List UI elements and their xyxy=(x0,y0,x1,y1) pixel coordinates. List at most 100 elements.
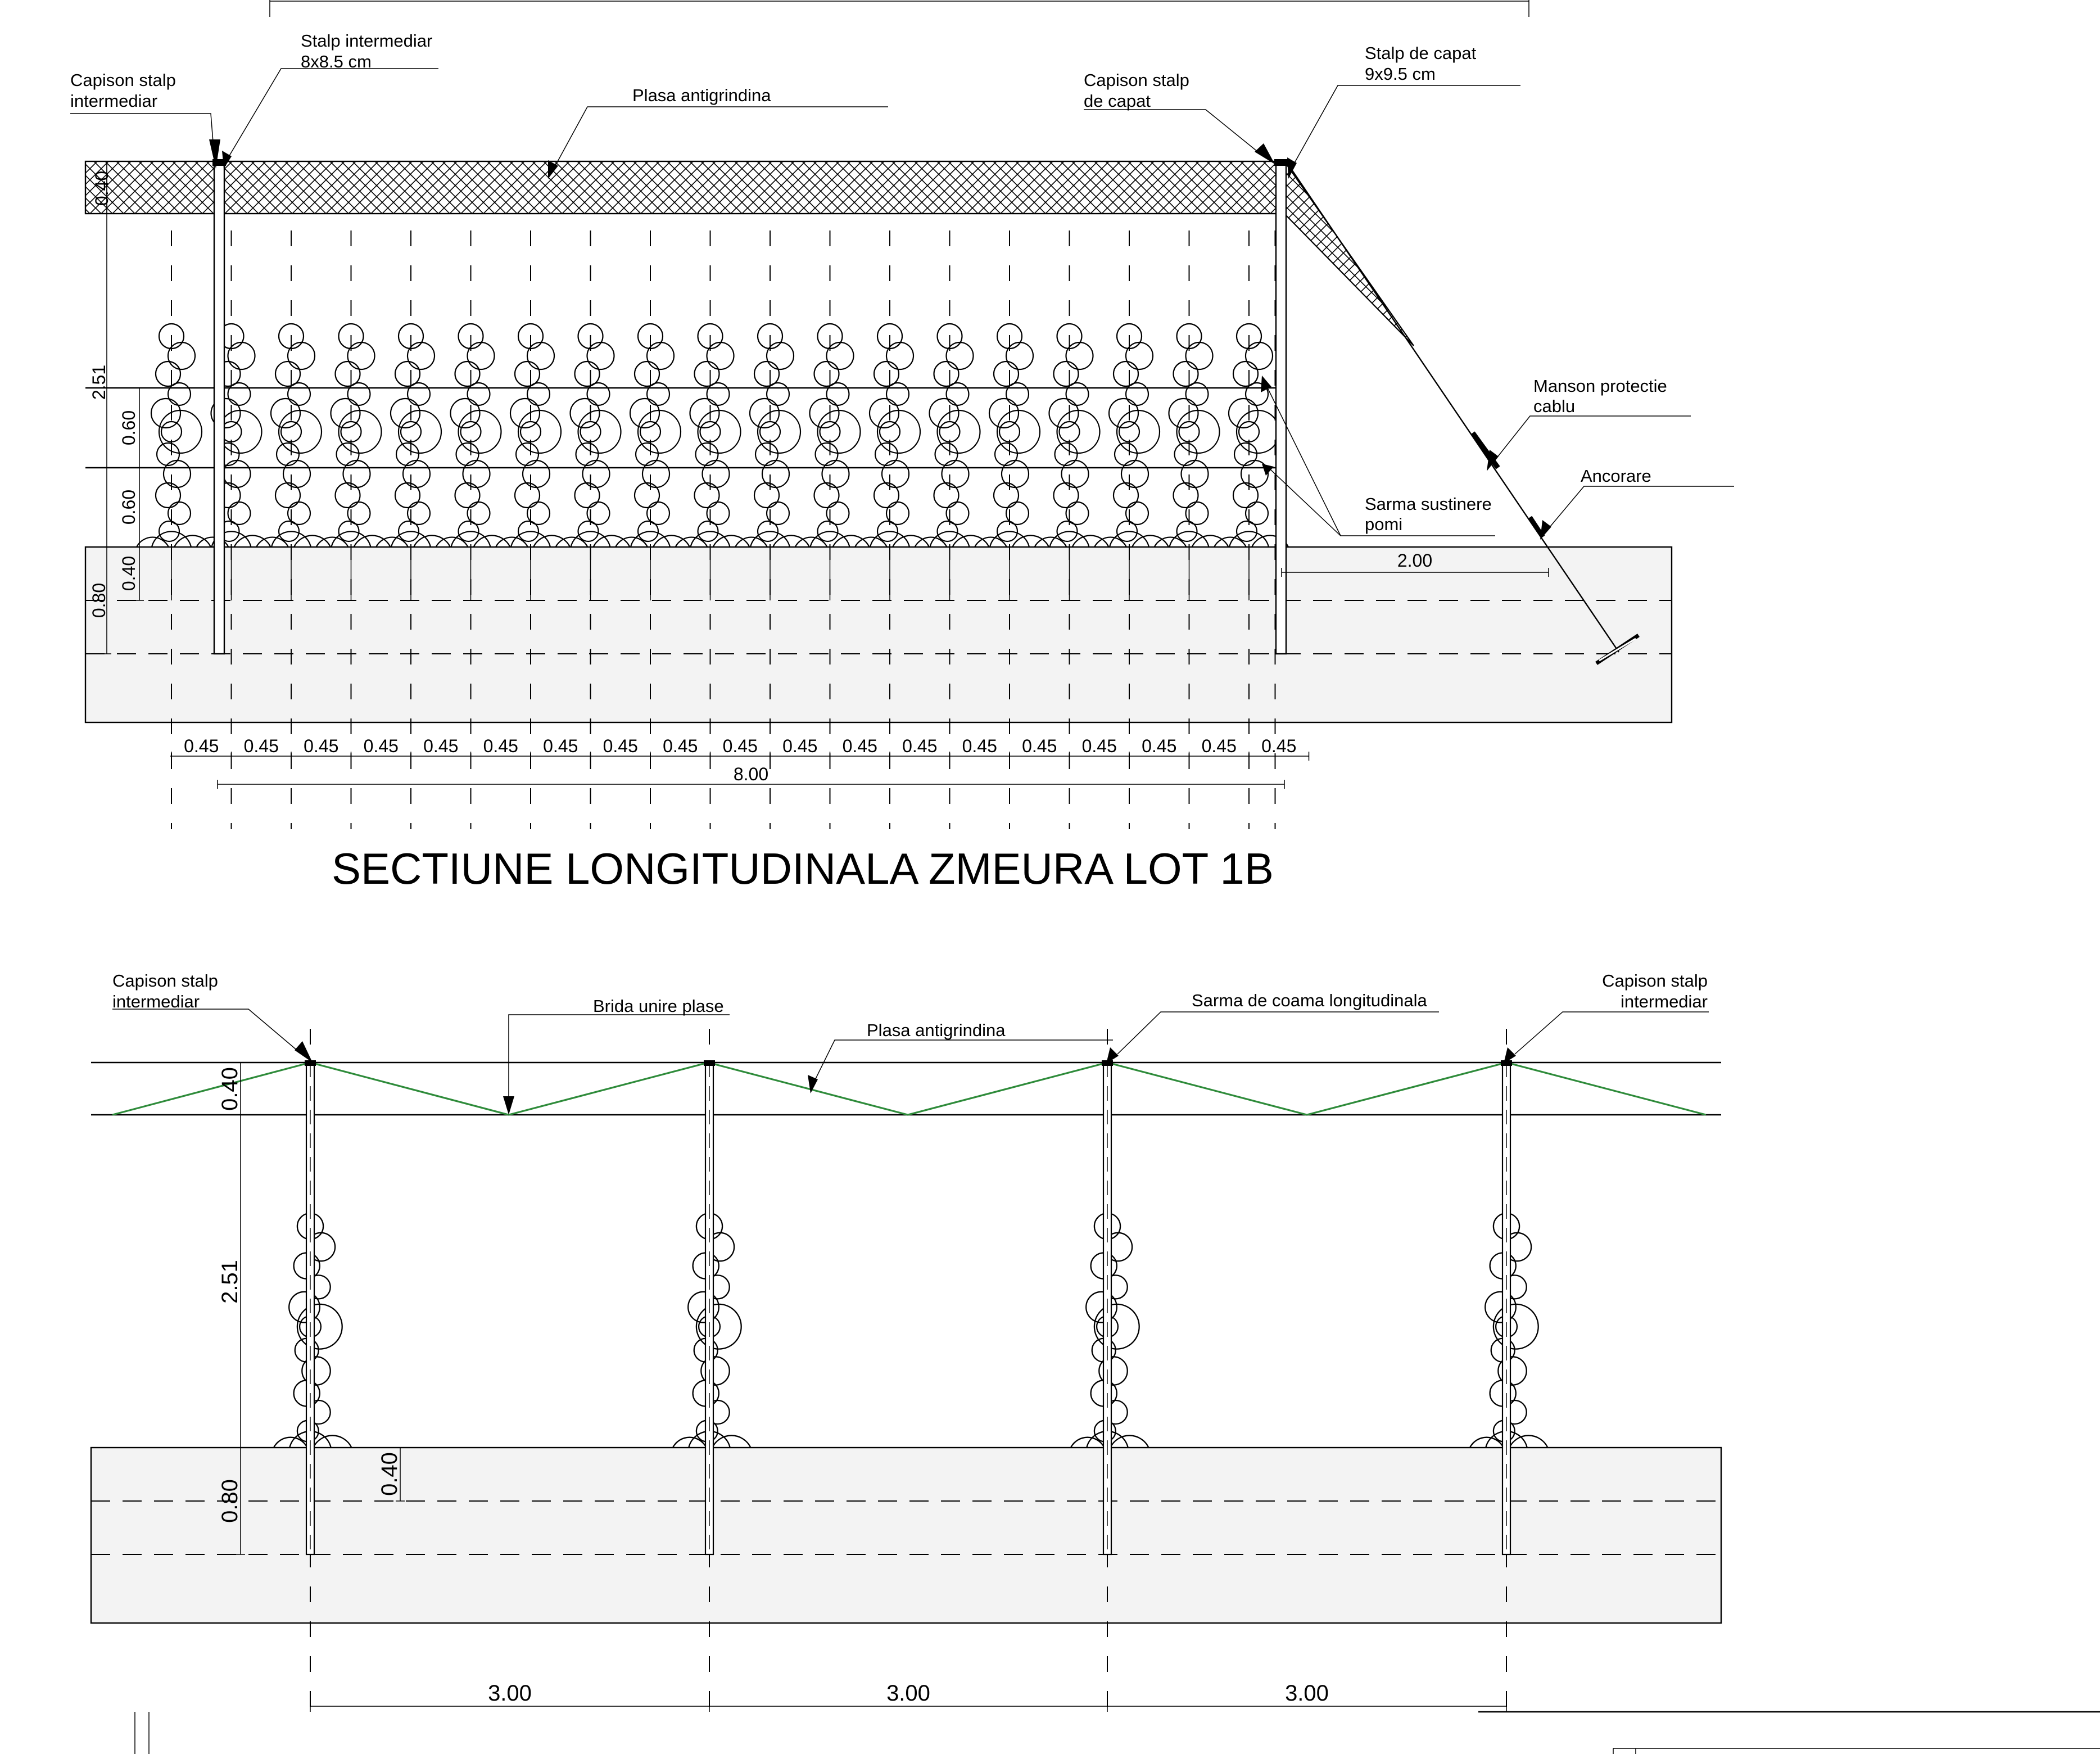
dim-spacing: 0.45 xyxy=(244,736,279,756)
label-capison-capat-2: de capat xyxy=(1084,91,1151,111)
leaders-2 xyxy=(112,1009,1709,1115)
plant xyxy=(315,323,391,548)
label-capison-intermediar-2: intermediar xyxy=(70,91,157,111)
dim-spacing-3: 3.00 xyxy=(1285,1681,1329,1706)
dim-wire-lower: 0.60 xyxy=(119,490,139,525)
dim-spacing: 0.45 xyxy=(962,736,997,756)
label-sarma-coama: Sarma de coama longitudinala xyxy=(1192,991,1428,1010)
raspberry-plants xyxy=(135,323,1289,600)
sheet-frame-ticks xyxy=(269,0,1529,17)
soil-block-2 xyxy=(90,1446,1722,1624)
plant xyxy=(255,323,332,548)
dim-spacing: 0.45 xyxy=(1261,736,1296,756)
post-cap-end xyxy=(1274,159,1288,166)
plant xyxy=(555,323,631,548)
dim-spacing: 0.45 xyxy=(1022,736,1057,756)
label-capison-right-2: intermediar xyxy=(1621,992,1708,1011)
spacing-dimensions-2: 3.00 3.00 3.00 xyxy=(310,1681,1507,1712)
label-stalp-capat-1: Stalp de capat xyxy=(1365,43,1477,63)
spacing-dimensions: 8.00 0.45 0.45 0.45 0.45 0.45 0.45 0.45 0.45 0.4… xyxy=(170,736,1310,789)
label-manson-1: Manson protectie xyxy=(1533,376,1667,396)
sheet-bottom-marks xyxy=(134,1711,2100,1754)
dim-spacing-2: 3.00 xyxy=(886,1681,930,1706)
hail-net-band xyxy=(84,160,1286,215)
label-plasa-2: Plasa antigrindina xyxy=(867,1020,1006,1040)
dim-total-height: 2.51 xyxy=(89,365,109,400)
dim-spacing: 0.45 xyxy=(423,736,458,756)
dim-total-length: 8.00 xyxy=(734,764,768,784)
dim-spacing: 0.45 xyxy=(843,736,877,756)
plant xyxy=(1093,323,1170,548)
label-stalp-intermediar-1: Stalp intermediar xyxy=(301,31,432,51)
cross-section: 0.40 2.51 0.80 0.40 3.00 3.00 3.00 xyxy=(90,971,1722,1715)
label-plasa: Plasa antigrindina xyxy=(632,85,771,105)
label-brida: Brida unire plase xyxy=(593,996,724,1016)
dim-spacing: 0.45 xyxy=(304,736,338,756)
label-capison-left-1: Capison stalp xyxy=(112,971,218,991)
post-cap xyxy=(305,1060,316,1066)
dim-spacing: 0.45 xyxy=(663,736,698,756)
dim-wire-upper: 0.60 xyxy=(119,410,139,445)
dim-spacing: 0.45 xyxy=(1082,736,1117,756)
anchor-distance-dimension: 2.00 xyxy=(1281,550,1549,577)
label-capison-capat-1: Capison stalp xyxy=(1084,70,1189,90)
labels-2: Capison stalp intermediar Brida unire pl… xyxy=(112,971,1708,1040)
longitudinal-section: 0.40 2.51 0.60 0.60 0.40 0.80 2.00 8.00 … xyxy=(70,31,1734,893)
dim-spacing-1: 3.00 xyxy=(488,1681,532,1706)
plant xyxy=(914,323,990,548)
dim-bottom: 0.40 xyxy=(119,556,139,591)
dim-spacing: 0.45 xyxy=(483,736,518,756)
plant xyxy=(854,323,930,548)
dim-net-height: 0.40 xyxy=(92,171,112,206)
dim-spacing: 0.45 xyxy=(902,736,937,756)
plant xyxy=(974,323,1050,548)
anchor-cable xyxy=(1286,161,1619,653)
label-stalp-intermediar-2: 8x8.5 cm xyxy=(301,52,372,71)
label-capison-right-1: Capison stalp xyxy=(1602,971,1708,991)
plant xyxy=(435,323,511,548)
cable-sleeve xyxy=(1470,431,1500,469)
plant xyxy=(614,323,691,548)
dim-depth-2: 0.80 xyxy=(218,1479,242,1523)
hail-net-zigzag xyxy=(112,1061,1707,1116)
plant xyxy=(1034,323,1110,548)
raspberry-plants-2 xyxy=(273,1212,1549,1449)
label-sarma-2: pomi xyxy=(1365,514,1402,534)
plant xyxy=(495,323,571,548)
dim-total-height-2: 2.51 xyxy=(218,1260,242,1304)
dim-spacing: 0.45 xyxy=(1202,736,1237,756)
leaders xyxy=(70,68,1734,540)
dim-spacing: 0.45 xyxy=(723,736,758,756)
dim-spacing: 0.45 xyxy=(603,736,638,756)
soil-block xyxy=(84,546,1673,724)
plant xyxy=(196,323,271,548)
anchor-top xyxy=(1528,516,1545,539)
plant xyxy=(135,323,212,548)
plant xyxy=(1153,323,1229,548)
labels: Capison stalp intermediar Stalp intermed… xyxy=(70,31,1667,534)
label-sarma-1: Sarma sustinere xyxy=(1365,494,1492,514)
post-cap xyxy=(1501,1060,1512,1066)
dim-net-height-2: 0.40 xyxy=(218,1067,242,1111)
column-guides xyxy=(171,230,1276,829)
label-capison-left-2: intermediar xyxy=(112,992,200,1011)
label-stalp-capat-2: 9x9.5 cm xyxy=(1365,64,1436,84)
dim-anchor: 2.00 xyxy=(1397,550,1432,571)
label-manson-2: cablu xyxy=(1533,396,1575,416)
dim-depth: 0.80 xyxy=(89,583,109,618)
plant xyxy=(734,323,811,548)
dim-bottom-2: 0.40 xyxy=(377,1452,402,1496)
label-capison-intermediar-1: Capison stalp xyxy=(70,70,176,90)
dim-spacing: 0.45 xyxy=(184,736,219,756)
plant xyxy=(675,323,750,548)
label-ancorare: Ancorare xyxy=(1581,466,1651,486)
post-cap xyxy=(1102,1060,1113,1066)
dim-spacing: 0.45 xyxy=(543,736,578,756)
section-title: SECTIUNE LONGITUDINALA ZMEURA LOT 1B xyxy=(332,844,1274,893)
dim-spacing: 0.45 xyxy=(782,736,817,756)
posts-2 xyxy=(305,1060,1512,1556)
post-cap xyxy=(704,1060,715,1066)
plant xyxy=(375,323,451,548)
plant xyxy=(794,323,870,548)
